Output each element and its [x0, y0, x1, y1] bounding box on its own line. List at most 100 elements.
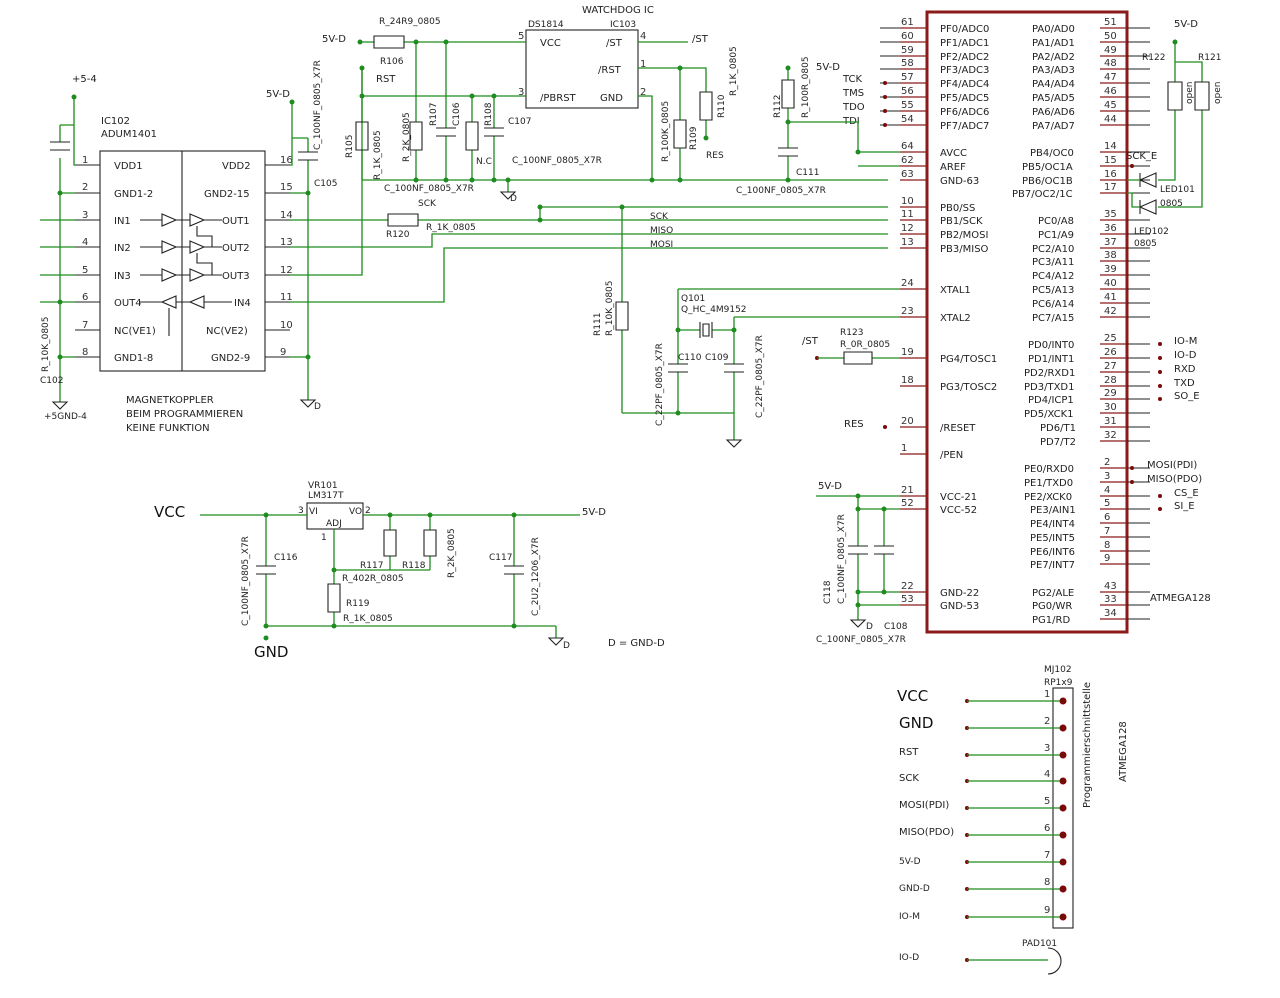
- c106-value: C_100NF_0805_X7R: [384, 184, 474, 194]
- ground-icon: [499, 191, 517, 200]
- r105-value: R_1K_0805: [373, 130, 383, 180]
- header-pin-icon: [1059, 831, 1067, 839]
- c111-value: C_100NF_0805_X7R: [736, 186, 826, 196]
- r117-value: R_402R_0805: [342, 574, 404, 584]
- mcu-pin-num: 55: [901, 100, 914, 111]
- header-desc: Programmierschnittstelle: [1082, 682, 1093, 808]
- mcu-pin-num: 15: [1104, 155, 1117, 166]
- junction: [649, 177, 655, 183]
- r112-resistor-icon: [781, 79, 795, 109]
- mcu-pin-name: AVCC: [940, 148, 967, 159]
- reg-tag-out: VO: [349, 507, 362, 517]
- header-pin-num: 9: [1044, 905, 1050, 916]
- port-e-label: MISO(PDO): [1147, 474, 1202, 485]
- c105-cap-icon: [298, 151, 318, 161]
- mcu-pin-name: PD6/T1: [1040, 423, 1076, 434]
- header-pin-num: 3: [1044, 743, 1050, 754]
- c109-ref: C109: [705, 353, 729, 363]
- header-pin-9: IO-M 9: [899, 905, 1067, 922]
- junction: [703, 135, 709, 141]
- res-label: RES: [706, 151, 724, 161]
- header-pin-icon: [1059, 858, 1067, 866]
- header-pin-label: RST: [899, 747, 919, 758]
- junction: [57, 354, 63, 360]
- header-pin-4: SCK 4: [899, 769, 1067, 785]
- r112-value: R_100R_0805: [801, 56, 811, 118]
- pin-end-dot: [883, 95, 887, 99]
- junction: [785, 177, 791, 183]
- header-pin-num: 1: [1044, 689, 1050, 700]
- iso-pin-num: 5: [82, 265, 88, 276]
- mcu-pin-name: PC6/A14: [1032, 299, 1074, 310]
- c110-value: C_22PF_0805_X7R: [655, 343, 665, 426]
- mcu-pin-name: PG2/ALE: [1032, 588, 1074, 599]
- r118-resistor-icon: [423, 529, 437, 557]
- c116-ref: C116: [274, 553, 298, 563]
- mcu-pin-name: PE2/XCK0: [1024, 492, 1072, 503]
- iso-left-stubs: [75, 164, 100, 358]
- header-name: ATMEGA128: [1118, 721, 1129, 782]
- mcu-res-label: RES: [844, 419, 864, 430]
- junction: [305, 354, 311, 360]
- mcu-pin-name: PF0/ADC0: [940, 24, 989, 35]
- mcu-pin-num: 35: [1104, 209, 1117, 220]
- port-e-label: CS_E: [1174, 488, 1199, 499]
- mcu-pin-name: PC5/A13: [1032, 285, 1074, 296]
- r121-value: open: [1213, 82, 1223, 104]
- mcu-pin-num: 50: [1104, 31, 1117, 42]
- mcu-pin-name: PB1/SCK: [940, 216, 983, 227]
- port-d-label: IO-D: [1174, 350, 1197, 361]
- pin-end-dot: [1130, 164, 1134, 168]
- led-wire: [1127, 179, 1140, 208]
- junction: [677, 65, 683, 71]
- c107-cap-icon: [484, 127, 504, 137]
- watchdog-title: WATCHDOG IC: [582, 5, 654, 16]
- iso-pin-name: IN2: [114, 243, 131, 254]
- ground-icon: [725, 439, 743, 448]
- supply-bottom-label: +5GND-4: [44, 412, 87, 422]
- c117-value: C_2U2_1206_X7R: [531, 537, 541, 616]
- r123-value: R_0R_0805: [840, 340, 890, 350]
- port-e-label: SI_E: [1174, 501, 1195, 512]
- pad-ref: PAD101: [1022, 939, 1057, 949]
- mcu-pin-name: VCC-52: [940, 505, 977, 516]
- mcu-pin-name: PC1/A9: [1038, 230, 1074, 241]
- header-pin-icon: [1059, 885, 1067, 893]
- mcu-pin-name: PG4/TOSC1: [940, 354, 997, 365]
- junction: [537, 217, 543, 223]
- mcu-pin-num: 4: [1104, 485, 1110, 496]
- mcu-pin-name: PF3/ADC3: [940, 65, 989, 76]
- r106-ref: R106: [380, 57, 404, 67]
- c105-value: C_100NF_0805_X7R: [313, 60, 323, 150]
- iso-pin-name: OUT2: [222, 243, 250, 254]
- r112-ref: R112: [773, 95, 783, 118]
- mcu-pin-num: 5: [1104, 498, 1110, 509]
- mcu-pin-num: 40: [1104, 278, 1117, 289]
- junction: [413, 177, 419, 183]
- pin-end-dot: [1158, 356, 1162, 360]
- mcu-pin-name: PC7/A15: [1032, 313, 1074, 324]
- r105-ref: R105: [345, 135, 355, 158]
- mcu-body: [925, 10, 1129, 634]
- mcu-adc-stubs: [880, 27, 900, 126]
- mcu-pin-num: 12: [901, 223, 914, 234]
- mcu-pin-name: PA3/AD3: [1032, 65, 1075, 76]
- mcu-pin-name: PE0/RXD0: [1024, 464, 1074, 475]
- header-pin-label: 5V-D: [899, 857, 921, 867]
- junction: [511, 512, 517, 518]
- r111-value: R_10K_0805: [605, 280, 615, 336]
- net-5vd-label: 5V-D: [582, 507, 606, 518]
- sck-e-label: SCK_E: [1126, 151, 1157, 162]
- r118-value: R_2K_0805: [447, 528, 457, 578]
- iso-pin-name: GND1-8: [114, 353, 153, 364]
- gnd-d-label: D: [510, 194, 517, 204]
- iso-pin-num: 1: [82, 155, 88, 166]
- mcu-pin-num: 14: [1104, 141, 1117, 152]
- jtag-tdo: TDO: [842, 102, 865, 113]
- header-pin-icon: [1059, 697, 1067, 705]
- c106-ref: C106: [452, 102, 462, 126]
- pad-icon: [1047, 947, 1062, 975]
- mcu-pin-name: XTAL2: [940, 313, 971, 324]
- pin-end-dot: [883, 425, 887, 429]
- sck-label: SCK: [650, 212, 669, 222]
